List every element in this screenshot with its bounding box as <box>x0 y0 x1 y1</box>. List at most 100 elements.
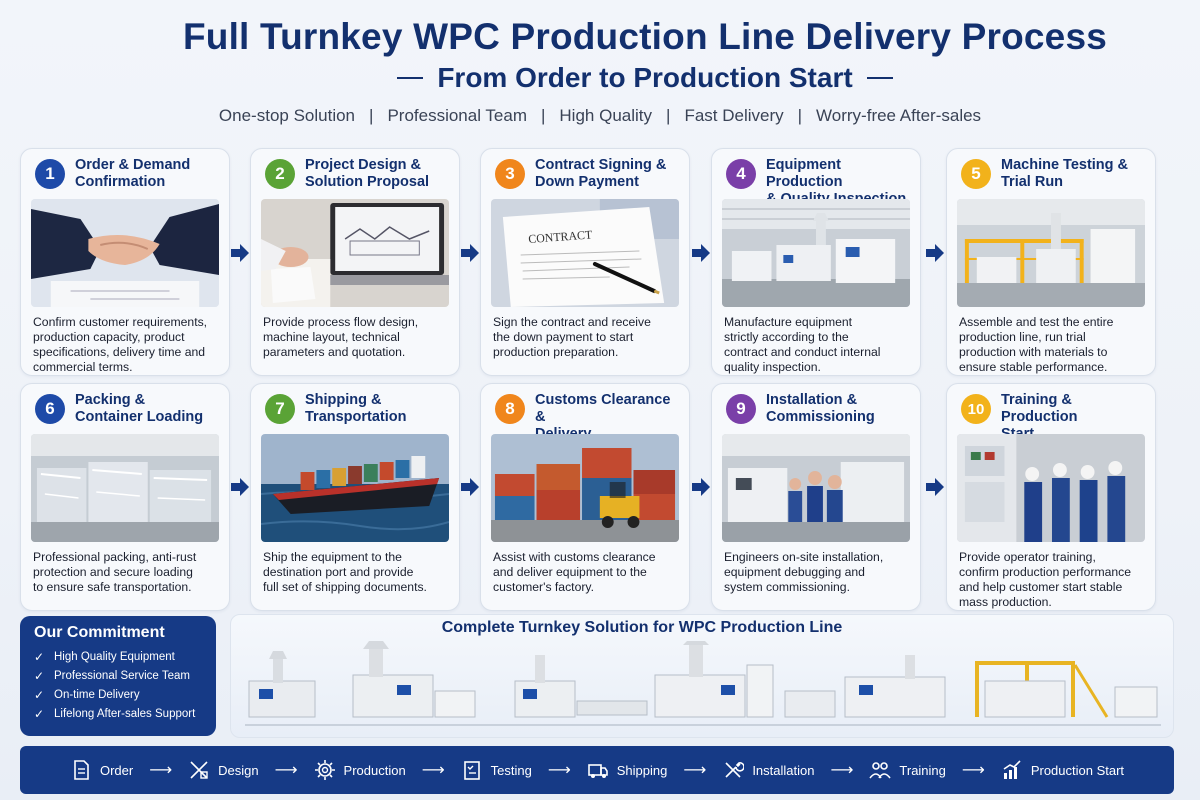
step-title: Order & Demand Confirmation <box>75 157 221 191</box>
step-number-badge: 7 <box>265 394 295 424</box>
step-number-badge: 1 <box>35 159 65 189</box>
step-card-5: 5 Machine Testing & Trial Run Assemble a… <box>946 148 1156 376</box>
growth-chart-icon <box>1003 760 1021 779</box>
step-description: Assist with customs clearance and delive… <box>493 550 681 595</box>
contract-word: CONTRACT <box>528 227 593 246</box>
step-title-line: Container Loading <box>75 409 204 425</box>
training-photo <box>957 434 1145 542</box>
tagline-item: High Quality <box>559 106 653 125</box>
step-card-10: 10 Training & Production Start Provide o… <box>946 383 1156 611</box>
arrow-right-icon <box>461 244 479 262</box>
tagline-item: Professional Team <box>387 106 527 125</box>
design-tools-icon <box>190 761 208 779</box>
handshake-photo <box>31 199 219 307</box>
arrow-right-icon <box>692 478 710 496</box>
step-card-3: 3 Contract Signing & Down Payment CONTRA… <box>480 148 690 376</box>
commitment-title: Our Commitment <box>34 624 165 641</box>
tagline-separator: | <box>666 106 671 125</box>
arrow-right-icon: ⟶ <box>421 762 445 779</box>
step-title-line: Shipping & <box>305 392 382 408</box>
step-number-badge: 3 <box>495 159 525 189</box>
people-icon <box>869 762 892 779</box>
subtitle-dash-left <box>397 77 424 79</box>
step-description-line: Manufacture equipment <box>724 315 853 329</box>
step-title-line: Customs Clearance & <box>535 392 671 425</box>
checkmark-icon: ✓ <box>34 669 45 683</box>
step-description-line: production capacity, product <box>33 330 185 344</box>
process-step-label: Shipping <box>616 762 668 778</box>
arrow-right-icon <box>692 244 710 262</box>
arrow-right-icon <box>231 244 249 262</box>
tagline-separator: | <box>540 106 546 125</box>
step-number-badge: 4 <box>726 159 756 189</box>
step-description-line: full set of shipping documents. <box>263 580 427 594</box>
step-number-badge: 8 <box>495 394 525 424</box>
commitment-item-label: Lifelong After-sales Support <box>54 708 196 720</box>
step-description-line: customer's factory. <box>493 580 594 594</box>
process-step-label: Production Start <box>1030 762 1125 778</box>
tagline: One-stop Solution | Professional Team | … <box>0 106 1200 126</box>
step-title-line: Down Payment <box>535 174 639 190</box>
process-step-label: Design <box>218 762 259 778</box>
step-description-line: strictly according to the <box>724 330 849 344</box>
tagline-item: Worry-free After-sales <box>816 106 982 125</box>
page-subtitle: From Order to Production Start <box>437 62 853 93</box>
production-line-illustration <box>245 641 1161 726</box>
step-description-line: production preparation. <box>493 345 619 359</box>
step-description-line: parameters and quotation. <box>263 345 406 359</box>
step-description-line: Provide process flow design, <box>263 315 419 329</box>
step-description-line: commercial terms. <box>33 360 133 374</box>
step-description: Professional packing, anti-rust protecti… <box>33 550 221 595</box>
step-title-line: Trial Run <box>1001 174 1064 190</box>
process-step-label: Training <box>899 762 946 778</box>
turnkey-title: Complete Turnkey Solution for WPC Produc… <box>441 619 843 636</box>
step-description: Ship the equipment to the destination po… <box>263 550 451 595</box>
step-description-line: and help customer start stable <box>959 580 1123 594</box>
process-step-installation: Installation <box>722 759 814 781</box>
tagline-separator: | <box>369 106 374 125</box>
commitment-item-label: On-time Delivery <box>54 689 140 701</box>
factory-photo <box>722 199 910 307</box>
step-title-line: Project Design & <box>305 157 422 173</box>
process-step-label: Production <box>343 762 406 778</box>
process-step-training: Training <box>869 759 946 781</box>
step-title-line: Packing & <box>75 392 146 408</box>
header: Full Turnkey WPC Production Line Deliver… <box>0 0 1200 140</box>
arrow-right-icon <box>926 478 944 496</box>
step-description-line: machine layout, technical <box>263 330 400 344</box>
step-title-line: Solution Proposal <box>305 174 430 190</box>
step-description-line: ensure stable performance. <box>959 360 1108 374</box>
step-title: Shipping & Transportation <box>305 392 451 426</box>
contract-photo: CONTRACT <box>491 199 679 307</box>
step-description-line: Ship the equipment to the <box>263 550 402 564</box>
step-title: Contract Signing & Down Payment <box>535 157 681 191</box>
step-description-line: Assist with customs clearance <box>493 550 656 564</box>
step-title-line: Installation & <box>766 392 858 408</box>
step-description-line: and deliver equipment to the <box>493 565 647 579</box>
step-description-line: to ensure safe transportation. <box>33 580 192 594</box>
arrow-right-icon: ⟶ <box>683 762 707 779</box>
step-description: Provide process flow design, machine lay… <box>263 315 451 360</box>
process-step-shipping: Shipping <box>587 759 668 781</box>
step-card-2: 2 Project Design & Solution Proposal Pro… <box>250 148 460 376</box>
step-number-badge: 5 <box>961 159 991 189</box>
step-title-line: Machine Testing & <box>1001 157 1129 173</box>
arrow-right-icon <box>461 478 479 496</box>
process-step-production-start: Production Start <box>1001 759 1124 781</box>
step-description-line: Professional packing, anti-rust <box>33 550 197 564</box>
tagline-item: One-stop Solution <box>218 106 356 125</box>
commitment-item: ✓ Lifelong After-sales Support <box>34 707 202 721</box>
truck-icon <box>587 764 608 778</box>
step-description-line: production with materials to <box>959 345 1108 359</box>
packing-photo <box>31 434 219 542</box>
step-card-7: 7 Shipping & Transportation Ship the equ… <box>250 383 460 611</box>
step-description-line: Confirm customer requirements, <box>33 315 208 329</box>
step-card-4: 4 Equipment Production & Quality Inspect… <box>711 148 921 376</box>
process-summary-bar: Order ⟶ Design ⟶ Production ⟶ Testing ⟶ <box>20 746 1174 794</box>
process-step-label: Installation <box>752 762 815 778</box>
containers-photo <box>491 434 679 542</box>
step-description-line: quality inspection. <box>724 360 821 374</box>
step-card-9: 9 Installation & Commissioning Engineers… <box>711 383 921 611</box>
gear-icon <box>314 760 335 780</box>
step-description-line: Provide operator training, <box>959 550 1096 564</box>
